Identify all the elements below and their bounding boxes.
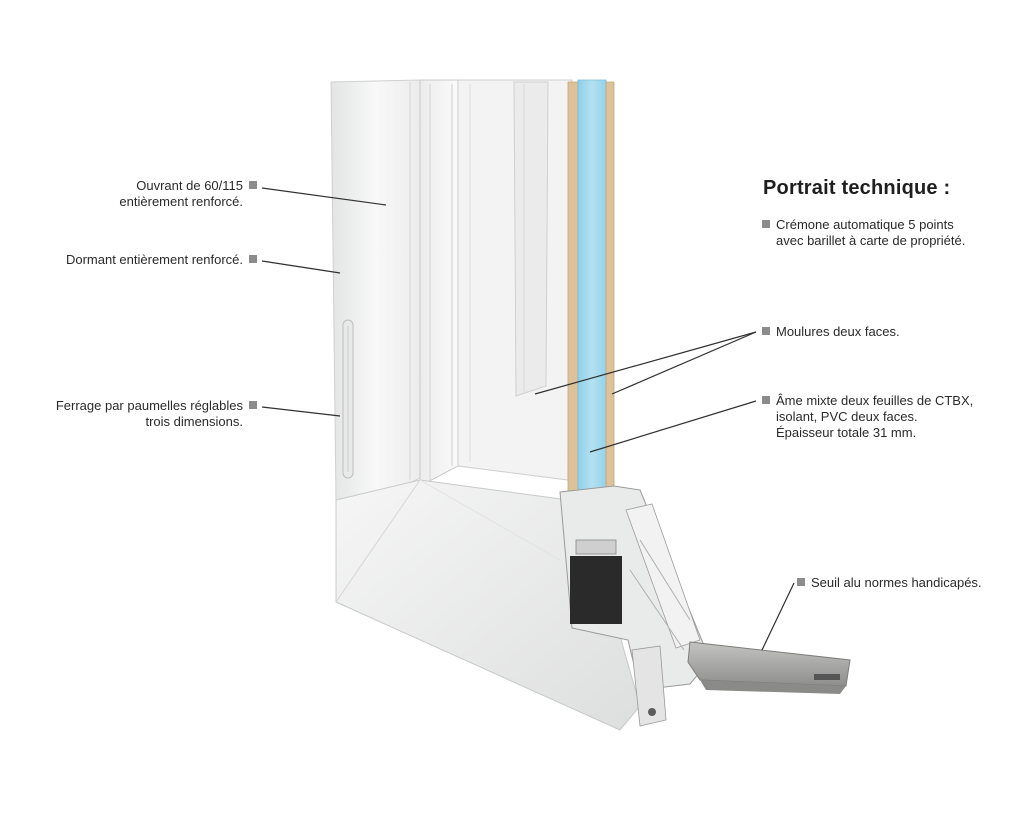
- label-seuil: Seuil alu normes handicapés.: [797, 575, 982, 591]
- label-cremone: Crémone automatique 5 points avec barill…: [762, 217, 965, 249]
- bullet-square-icon: [762, 396, 770, 404]
- panel-core: [567, 79, 615, 534]
- page-title: Portrait technique :: [763, 177, 951, 199]
- hinge: [342, 319, 354, 479]
- leader-ouvrant: [261, 187, 387, 206]
- leader-ferrage: [261, 406, 341, 417]
- bullet-square-icon: [762, 327, 770, 335]
- label-ouvrant-line-1: Ouvrant de 60/115: [136, 178, 243, 193]
- leader-lines: [261, 187, 795, 651]
- label-ouvrant-line-2: entièrement renforcé.: [119, 194, 243, 209]
- leader-ame: [589, 400, 757, 453]
- label-cremone-line-1: Crémone automatique 5 points: [776, 217, 954, 232]
- bullet-square-icon: [249, 181, 257, 189]
- label-ouvrant: Ouvrant de 60/115 entièrement renforcé.: [119, 178, 257, 210]
- label-seuil-line-1: Seuil alu normes handicapés.: [811, 575, 982, 590]
- label-ame: Âme mixte deux feuilles de CTBX, isolant…: [762, 393, 973, 441]
- bullet-square-icon: [249, 255, 257, 263]
- label-moulures: Moulures deux faces.: [762, 324, 900, 340]
- leader-seuil: [761, 582, 795, 651]
- label-ferrage-line-1: Ferrage par paumelles réglables: [55, 398, 243, 413]
- label-ferrage-line-2: trois dimensions.: [145, 414, 243, 429]
- leader-moulures-a: [534, 331, 757, 395]
- label-ame-line-1: Âme mixte deux feuilles de CTBX,: [776, 393, 974, 408]
- label-cremone-line-2: avec barillet à carte de propriété.: [776, 233, 966, 248]
- panel-face: [457, 79, 573, 481]
- aluminium-threshold: [687, 641, 851, 694]
- bullet-square-icon: [797, 578, 805, 586]
- label-ferrage: Ferrage par paumelles réglables trois di…: [56, 398, 257, 430]
- bullet-square-icon: [249, 401, 257, 409]
- label-ame-line-3: Épaisseur totale 31 mm.: [776, 425, 917, 440]
- bottom-profile-section: [559, 485, 711, 727]
- label-ame-line-2: isolant, PVC deux faces.: [776, 409, 918, 424]
- label-moulures-line-1: Moulures deux faces.: [776, 324, 900, 339]
- bullet-square-icon: [762, 220, 770, 228]
- label-dormant-line-1: Dormant entièrement renforcé.: [65, 252, 243, 267]
- leader-moulures-b: [611, 331, 757, 395]
- leader-dormant: [261, 260, 341, 274]
- label-dormant: Dormant entièrement renforcé.: [66, 252, 257, 268]
- ouvrant-sash: [419, 79, 459, 487]
